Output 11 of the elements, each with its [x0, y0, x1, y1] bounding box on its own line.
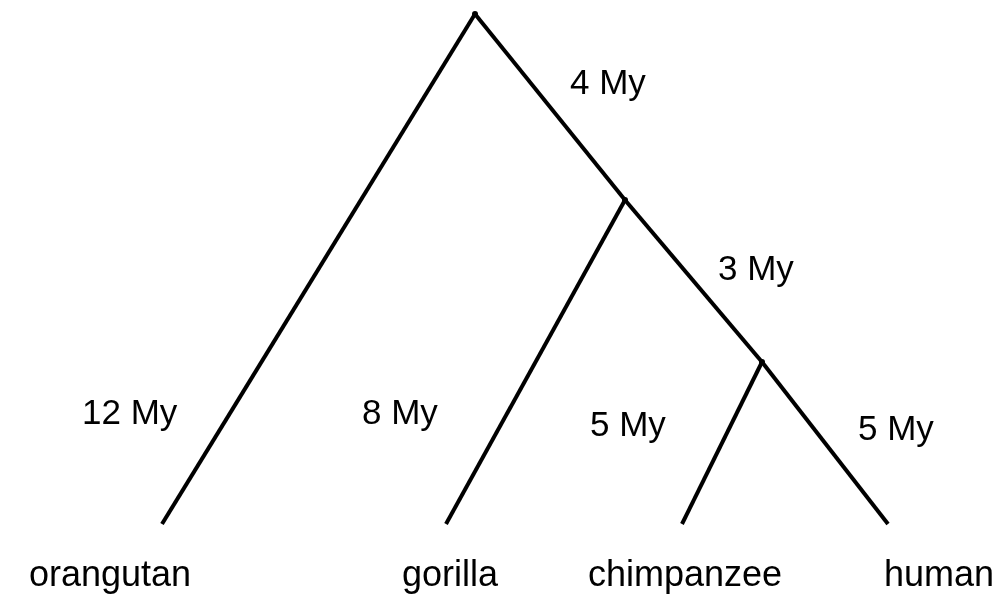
species-label: gorilla	[390, 524, 510, 594]
branch-point	[759, 359, 765, 365]
species-label: chimpanzee	[580, 524, 790, 594]
tree-branch	[444, 199, 627, 525]
branch-point	[622, 197, 628, 203]
tree-branch	[760, 360, 890, 526]
tree-branch	[623, 198, 764, 364]
branch-point	[472, 11, 478, 17]
species-label: orangutan	[10, 524, 210, 594]
tree-branch	[473, 12, 627, 202]
species-label: human	[878, 524, 1000, 594]
